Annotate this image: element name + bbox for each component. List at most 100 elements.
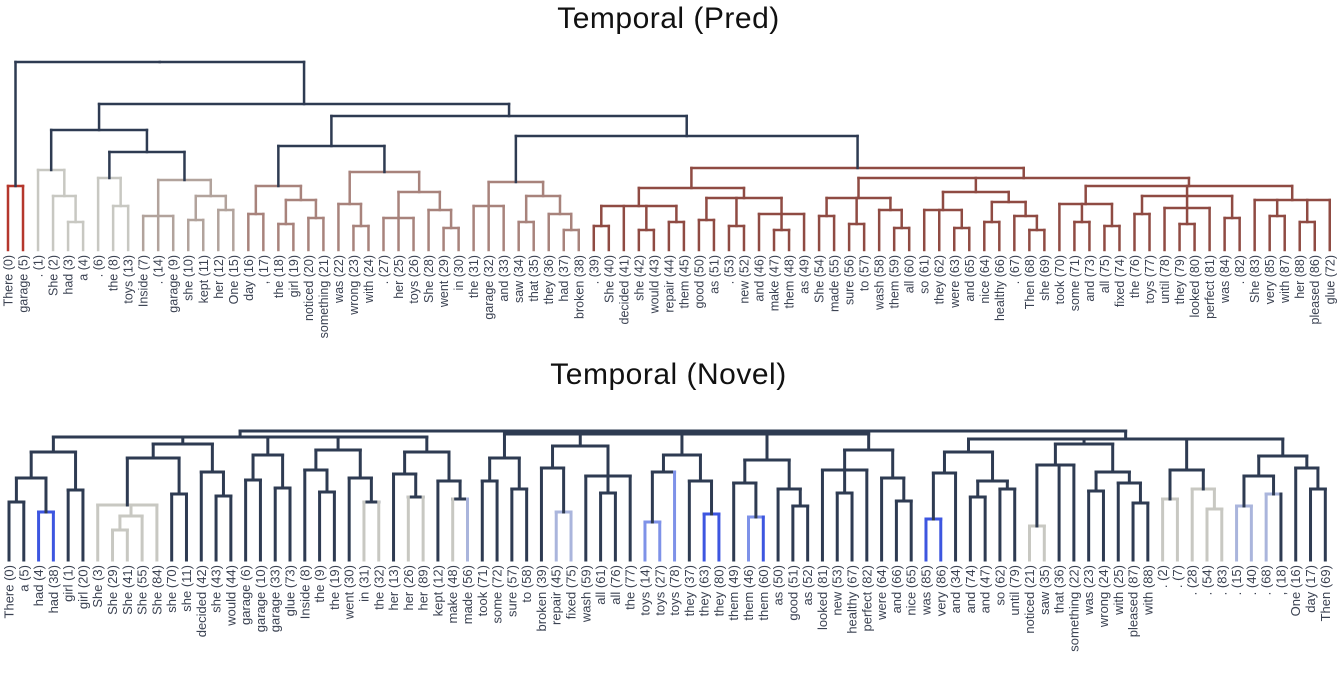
leaf-label: her (13) <box>386 565 401 611</box>
leaf-label: , (17) <box>257 255 271 284</box>
leaf-label: and (33) <box>497 255 511 302</box>
leaf-label: . (27) <box>377 255 391 284</box>
leaf-label: wash (59) <box>578 565 593 623</box>
leaf-label: would (44) <box>223 565 238 627</box>
leaf-label: they (36) <box>542 255 556 304</box>
leaf-label: they (79) <box>1173 255 1187 304</box>
leaf-label: Then (68) <box>1023 255 1037 309</box>
leaf-label: and (66) <box>889 565 904 613</box>
leaf-label: . (6) <box>92 255 106 277</box>
leaf-label: . (2) <box>1155 565 1170 588</box>
leaf-label: make (47) <box>768 255 782 311</box>
leaf-label: until (79) <box>1007 565 1022 616</box>
leaf-label: She (2) <box>47 255 61 296</box>
leaf-label: toys (13) <box>122 255 136 304</box>
leaf-label: took (71) <box>475 565 490 616</box>
leaf-label: noticed (21) <box>1022 565 1037 634</box>
leaf-label: , (18) <box>1273 565 1288 595</box>
leaf-label: with (24) <box>362 255 376 304</box>
leaf-label: they (37) <box>682 565 697 616</box>
leaf-label: a (5) <box>16 565 31 592</box>
leaf-label: She (84) <box>149 565 164 615</box>
leaf-label: She (29) <box>105 565 120 615</box>
leaf-label: very (86) <box>933 565 948 616</box>
leaf-label: . (39) <box>587 255 601 284</box>
leaf-label: glue (73) <box>283 565 298 616</box>
leaf-label: some (72) <box>490 565 505 624</box>
leaf-label: was (22) <box>332 255 346 304</box>
leaf-label: all (76) <box>608 565 623 605</box>
leaf-label: them (48) <box>783 255 797 309</box>
leaf-label: and (74) <box>963 565 978 613</box>
leaf-label: all (75) <box>1098 255 1112 293</box>
leaf-label: toys (78) <box>667 565 682 616</box>
leaf-label: broken (38) <box>572 255 586 319</box>
leaf-label: she (10) <box>182 255 196 301</box>
leaf-label: she (70) <box>164 565 179 613</box>
leaf-label: . (14) <box>152 255 166 284</box>
leaf-label: and (65) <box>963 255 977 302</box>
leaf-label: day (17) <box>1303 565 1318 613</box>
leaf-label: garage (6) <box>238 565 253 625</box>
leaf-label: was (23) <box>1081 565 1096 616</box>
leaf-label: garage (32) <box>482 255 496 320</box>
leaf-label: Inside (7) <box>137 255 151 307</box>
leaf-label: to (58) <box>519 565 534 603</box>
leaf-label: them (60) <box>756 565 771 621</box>
leaf-label: made (55) <box>828 255 842 312</box>
leaf-label: repair (44) <box>662 255 676 313</box>
leaf-label: There (0) <box>2 565 17 618</box>
leaf-label: some (71) <box>1068 255 1082 311</box>
leaf-label: she (42) <box>632 255 646 301</box>
leaf-label: went (29) <box>437 255 451 308</box>
leaf-label: good (51) <box>785 565 800 621</box>
leaf-label: broken (39) <box>534 565 549 631</box>
leaf-label: sure (56) <box>843 255 857 305</box>
leaf-label: as (50) <box>771 565 786 605</box>
leaf-label: . (40) <box>1244 565 1259 595</box>
leaf-label: so (62) <box>992 565 1007 605</box>
leaf-label: and (47) <box>978 565 993 613</box>
leaf-label: were (63) <box>948 255 962 309</box>
leaf-label: wrong (24) <box>1096 565 1111 628</box>
leaf-label: fixed (74) <box>1113 255 1127 307</box>
leaf-label: toys (14) <box>637 565 652 616</box>
leaf-label: in (30) <box>452 255 466 290</box>
leaf-label: . (83) <box>1214 565 1229 595</box>
leaf-label: them (59) <box>888 255 902 309</box>
leaf-label: pleased (87) <box>1126 565 1141 637</box>
leaf-label: garage (9) <box>167 255 181 313</box>
leaf-label: garage (10) <box>253 565 268 632</box>
leaf-label: girl (1) <box>61 565 76 602</box>
leaf-label: was (85) <box>918 565 933 616</box>
leaf-label: She (55) <box>135 565 150 615</box>
leaf-label: she (69) <box>1038 255 1052 301</box>
leaf-label: the (77) <box>623 565 638 610</box>
leaf-label: saw (34) <box>512 255 526 303</box>
leaf-label: had (3) <box>62 255 76 295</box>
leaf-label: wash (58) <box>873 255 887 311</box>
leaf-label: . (82) <box>1233 255 1247 284</box>
leaf-label: the (9) <box>312 565 327 603</box>
leaf-label: very (85) <box>1263 255 1277 304</box>
leaf-label: to (57) <box>858 255 872 291</box>
leaf-label: looked (80) <box>1188 255 1202 318</box>
leaf-label: One (16) <box>1288 565 1303 616</box>
leaf-label: She (54) <box>813 255 827 303</box>
leaf-label: perfect (81) <box>1203 255 1217 319</box>
pred-chart-title: Temporal (Pred) <box>557 2 780 35</box>
leaf-label: would (43) <box>647 255 661 314</box>
leaf-label: sure (57) <box>504 565 519 617</box>
leaf-label: nice (65) <box>904 565 919 616</box>
leaf-label: her (88) <box>1293 255 1307 299</box>
leaf-label: as (49) <box>798 255 812 294</box>
leaf-label: they (63) <box>697 565 712 616</box>
leaf-label: all (60) <box>903 255 917 293</box>
leaf-label: the (19) <box>327 565 342 610</box>
leaf-label: decided (42) <box>194 565 209 637</box>
leaf-label: repair (45) <box>549 565 564 625</box>
novel-chart-title: Temporal (Novel) <box>550 358 787 391</box>
leaf-label: pleased (86) <box>1308 255 1322 325</box>
leaf-label: Inside (8) <box>297 565 312 619</box>
